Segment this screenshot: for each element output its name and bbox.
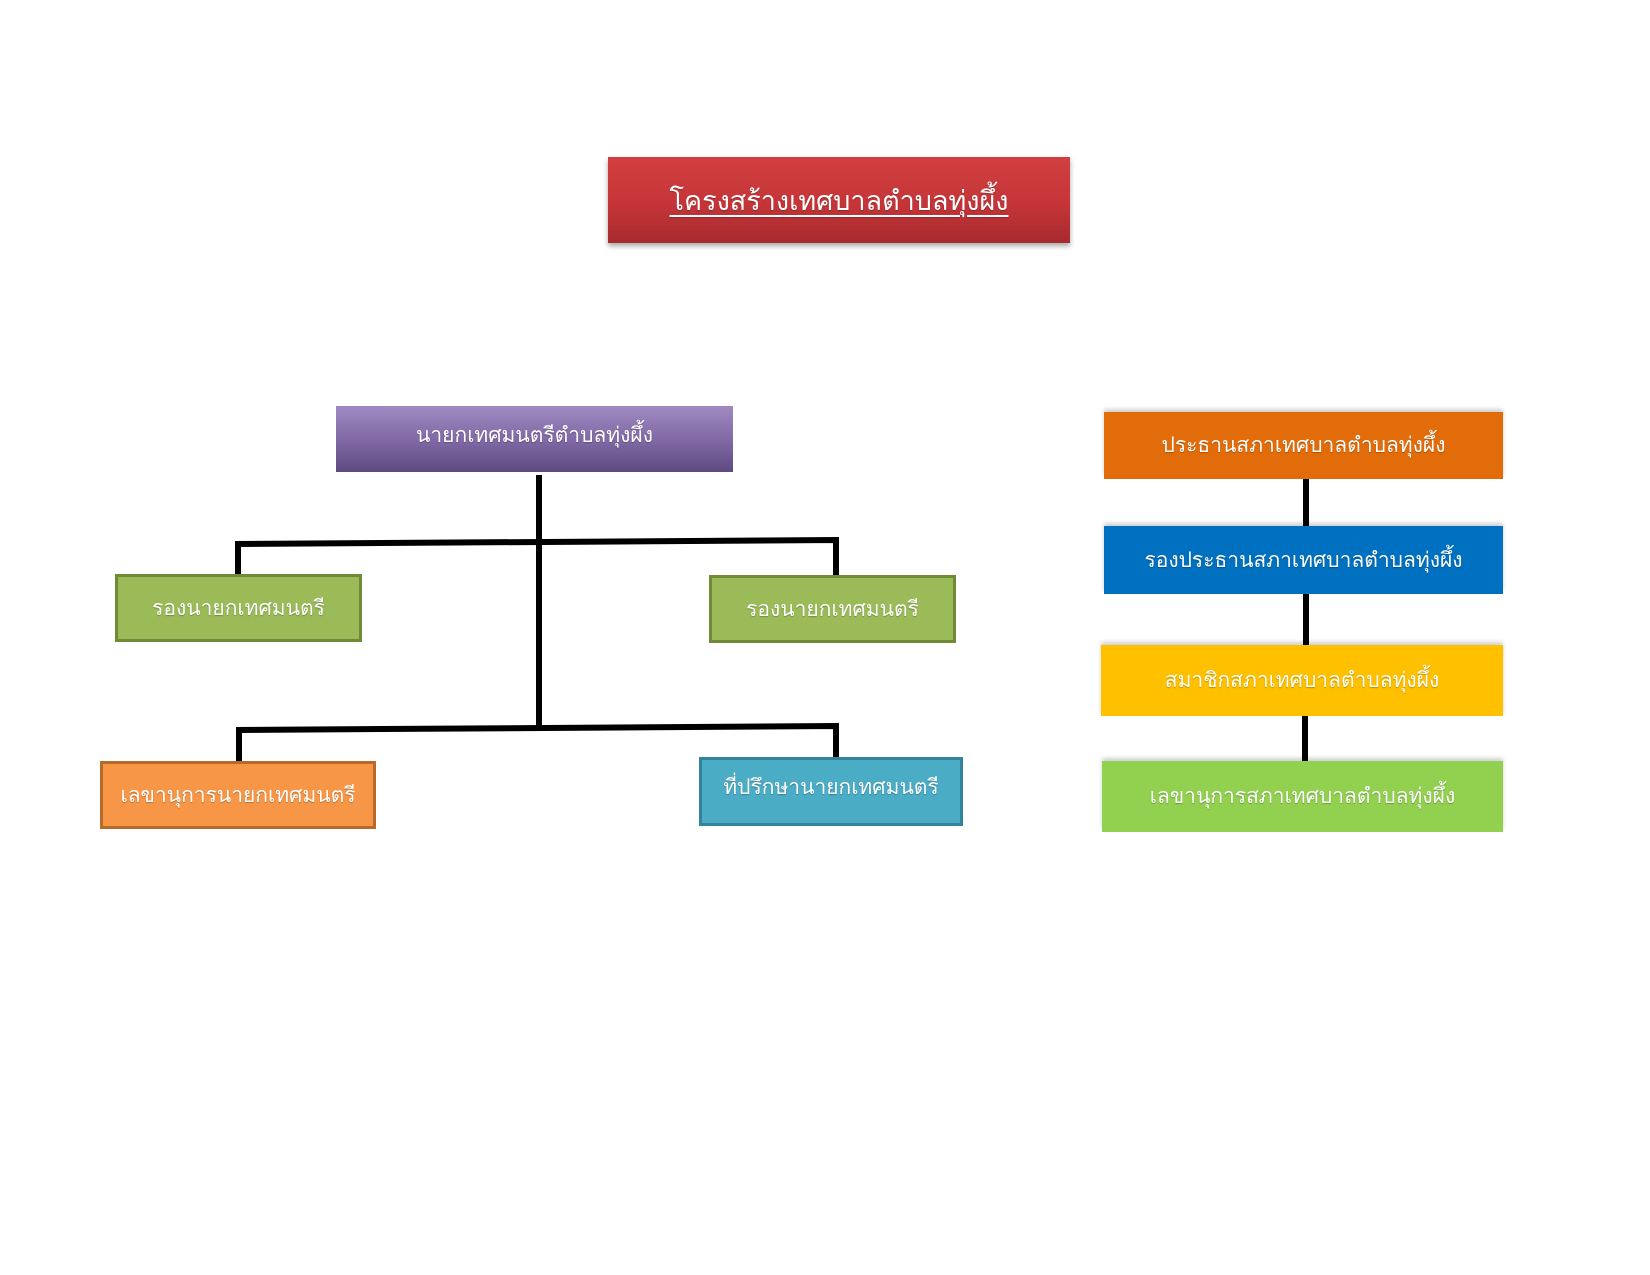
council-members-node: สมาชิกสภาเทศบาลตำบลทุ่งผึ้ง [1101, 645, 1503, 716]
council-vice-president-node: รองประธานสภาเทศบาลตำบลทุ่งผึ้ง [1104, 526, 1503, 594]
mayor-advisor-node: ที่ปรึกษานายกเทศมนตรี [699, 757, 963, 826]
council-president-node: ประธานสภาเทศบาลตำบลทุ่งผึ้ง [1104, 412, 1503, 479]
staff-branch-line [236, 722, 839, 763]
deputies-branch-line [235, 536, 839, 576]
deputy-mayor-node-right: รองนายกเทศมนตรี [709, 575, 956, 643]
mayor-secretary-node: เลขานุการนายกเทศมนตรี [100, 761, 376, 829]
council-secretary-node: เลขานุการสภาเทศบาลตำบลทุ่งผึ้ง [1102, 761, 1503, 832]
deputy-mayor-node-left: รองนายกเทศมนตรี [115, 574, 362, 642]
mayor-node: นายกเทศมนตรีตำบลทุ่งผึ้ง [336, 406, 733, 472]
chart-title: โครงสร้างเทศบาลตำบลทุ่งผึ้ง [608, 157, 1070, 243]
